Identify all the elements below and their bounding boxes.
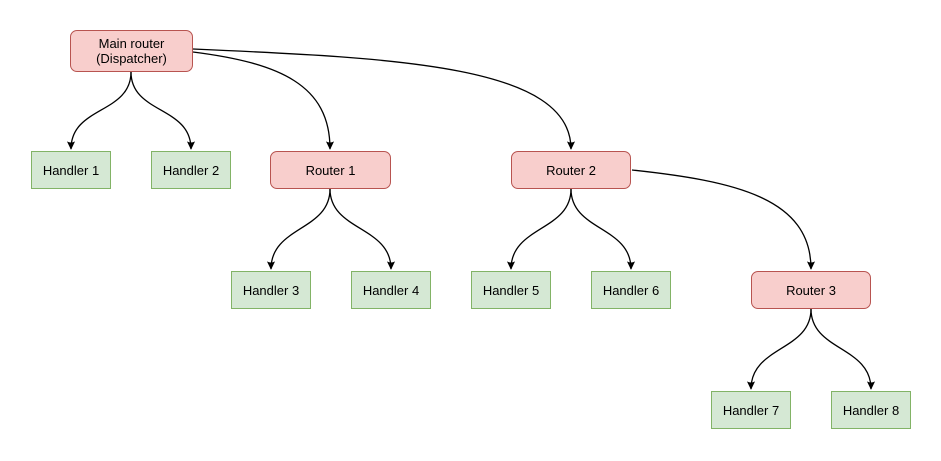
edge-router-2-to-handler-5: [506, 188, 572, 270]
node-handler-6-label: Handler 6: [602, 282, 660, 298]
node-main-router: Main router (Dispatcher): [70, 30, 193, 72]
node-router-1: Router 1: [270, 151, 391, 189]
edge-router-3-to-handler-7: [746, 308, 812, 390]
edge-router-2-to-handler-6: [570, 188, 636, 270]
edge-main-router-to-router-1: [192, 51, 335, 150]
node-handler-7: Handler 7: [711, 391, 791, 429]
edge-router-1-to-handler-4: [329, 188, 396, 270]
node-router-2-label: Router 2: [546, 162, 596, 178]
node-router-1-label: Router 1: [305, 162, 356, 178]
edge-router-1-to-handler-3: [266, 188, 331, 270]
node-handler-2: Handler 2: [151, 151, 231, 189]
node-handler-4-label: Handler 4: [362, 282, 420, 298]
node-handler-6: Handler 6: [591, 271, 671, 309]
node-handler-5-label: Handler 5: [482, 282, 540, 298]
edge-main-router-to-router-2: [192, 48, 576, 150]
node-handler-3-label: Handler 3: [242, 282, 300, 298]
node-handler-1-label: Handler 1: [42, 162, 100, 178]
node-handler-2-label: Handler 2: [162, 162, 220, 178]
node-handler-1: Handler 1: [31, 151, 111, 189]
node-handler-5: Handler 5: [471, 271, 551, 309]
node-handler-4: Handler 4: [351, 271, 431, 309]
node-router-3: Router 3: [751, 271, 871, 309]
node-main-router-label-line-1: Main router: [98, 36, 165, 51]
node-main-router-label-line-2: (Dispatcher): [96, 51, 167, 66]
node-handler-3: Handler 3: [231, 271, 311, 309]
edge-router-3-to-handler-8: [810, 308, 876, 390]
node-router-3-label: Router 3: [786, 282, 836, 298]
node-handler-8-label: Handler 8: [842, 402, 900, 418]
node-handler-8: Handler 8: [831, 391, 911, 429]
node-handler-7-label: Handler 7: [722, 402, 780, 418]
node-router-2: Router 2: [511, 151, 631, 189]
edge-main-router-to-handler-2: [130, 71, 196, 150]
edge-main-router-to-handler-1: [66, 71, 132, 150]
edge-router-2-to-router-3: [631, 169, 816, 270]
